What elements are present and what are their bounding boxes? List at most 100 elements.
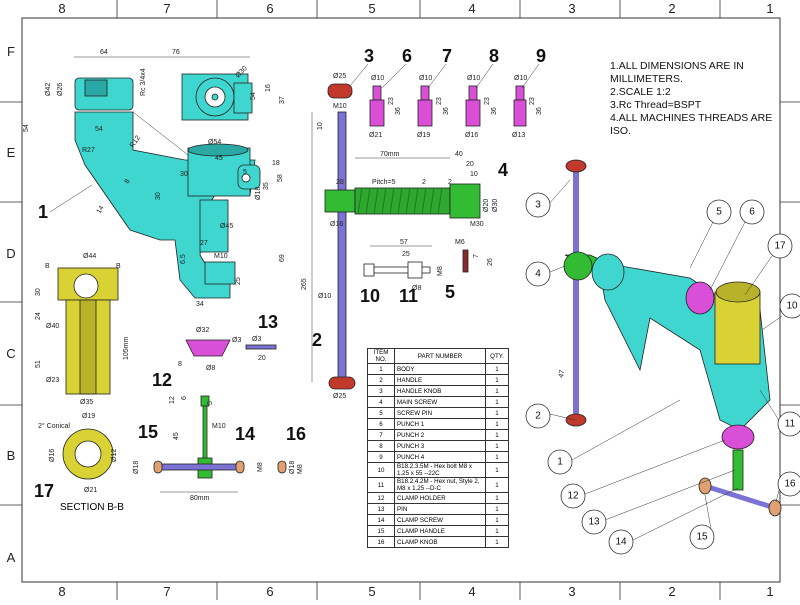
dim-label: 16 <box>265 84 272 92</box>
balloon-label: 10 <box>786 301 798 312</box>
bom-cell-part: CLAMP SCREW <box>394 514 486 526</box>
dim-label: Ø18 <box>255 187 262 200</box>
section-label: SECTION B-B <box>60 502 124 513</box>
bom-cell-qty: 1 <box>485 525 509 537</box>
row-label: E <box>7 145 16 160</box>
dim-label: 8 <box>124 178 132 185</box>
row-label: A <box>7 550 16 565</box>
knob-part: Ø25 <box>327 73 353 99</box>
balloon-label: 14 <box>615 537 627 548</box>
col-label-top: 5 <box>368 1 375 16</box>
dim-label: 12 <box>169 396 176 404</box>
balloon <box>777 411 800 437</box>
dim-label: Ø8 <box>206 365 215 372</box>
bom-cell-part: PUNCH 3 <box>394 440 486 452</box>
bom-cell-no: 1 <box>367 363 395 375</box>
dim-label: Ø18 <box>289 461 296 474</box>
col-label-top: 8 <box>58 1 65 16</box>
dim-label: 5 <box>207 401 214 405</box>
col-label-bottom: 3 <box>568 584 575 599</box>
bom-cell-qty: 1 <box>485 477 509 493</box>
bom-cell-no: 8 <box>367 440 395 452</box>
balloon-label: 12 <box>567 491 579 502</box>
balloon-label: 16 <box>784 479 796 490</box>
dim-label: 54 <box>95 126 103 133</box>
dim-label: 10 <box>317 122 324 130</box>
balloon <box>706 199 732 225</box>
dim-label: Ø16 <box>465 132 478 139</box>
dim-label: Ø45 <box>220 223 233 230</box>
col-label-bottom: 5 <box>368 584 375 599</box>
bom-cell-qty: 1 <box>485 503 509 515</box>
bom-cell-qty: 1 <box>485 462 509 478</box>
body-front-view <box>74 77 261 299</box>
dim-label: Ø44 <box>83 253 96 260</box>
bom-cell-no: 10 <box>367 462 395 478</box>
bom-header: PART NUMBER <box>394 348 486 364</box>
balloon <box>779 293 800 319</box>
dim-label: 70mm <box>380 151 400 158</box>
col-label-top: 7 <box>163 1 170 16</box>
bom-cell-part: PUNCH 4 <box>394 451 486 463</box>
bom-cell-qty: 1 <box>485 407 509 419</box>
bom-cell-part: B18.2.3.5M - Hex bolt M8 x 1.25 x 55 --2… <box>394 462 486 478</box>
dim-label: 24 <box>35 312 42 320</box>
bom-cell-no: 9 <box>367 451 395 463</box>
callout-section: 17 <box>34 481 54 501</box>
dim-label: Ø25 <box>333 393 346 400</box>
dim-label: 47 <box>558 369 566 378</box>
dim-label: Ø20 <box>483 199 490 212</box>
row-label: B <box>7 448 16 463</box>
bom-cell-no: 12 <box>367 492 395 504</box>
dim-label: Ø3 <box>232 337 241 344</box>
bom-cell-qty: 1 <box>485 429 509 441</box>
dim-label: 28 <box>336 179 344 186</box>
note-line: 2.SCALE 1:2 <box>610 86 671 98</box>
balloon-label: 13 <box>588 517 600 528</box>
bom-cell-qty: 1 <box>485 396 509 408</box>
callout-punch3: 8 <box>489 46 499 66</box>
dim-label: 76 <box>172 49 180 56</box>
bom-cell-no: 15 <box>367 525 395 537</box>
dim-label: M10 <box>333 103 347 110</box>
dim-label: M30 <box>470 221 484 228</box>
bom-header: ITEM NO. <box>367 348 395 364</box>
callout-handle: 2 <box>312 330 322 350</box>
drawing-border <box>21 17 781 583</box>
row-label: D <box>6 246 15 261</box>
col-label-bottom: 1 <box>766 584 773 599</box>
dim-label: Ø32 <box>196 327 209 334</box>
balloon-label: 3 <box>535 200 541 211</box>
dim-label: Ø18 <box>133 461 140 474</box>
balloon-label: 15 <box>696 532 708 543</box>
dim-label: 69 <box>279 254 286 262</box>
dim-label: 25 <box>402 251 410 258</box>
dim-label: Ø21 <box>369 132 382 139</box>
col-label-bottom: 6 <box>266 584 273 599</box>
balloon-label: 2 <box>535 411 541 422</box>
bom-cell-part: PUNCH 2 <box>394 429 486 441</box>
bom-cell-part: MAIN SCREW <box>394 396 486 408</box>
callout-holder: 12 <box>152 370 172 390</box>
balloon <box>525 403 551 429</box>
dim-label: 7 <box>473 254 480 258</box>
note-line: 4.ALL MACHINES THREADS ARE ISO. <box>610 112 773 137</box>
balloon <box>525 192 551 218</box>
dim-label: 23 <box>529 97 536 105</box>
callout-punch2: 7 <box>442 46 452 66</box>
bom-header-row: ITEM NO. PART NUMBER QTY. <box>367 348 509 364</box>
handle-part: 10 265 Ø10 M10 Ø25 <box>301 103 356 400</box>
assembly-balloons: 3 4 5 6 17 2 1 12 13 14 15 16 11 10 <box>525 179 800 555</box>
dim-label: 10 <box>470 171 478 178</box>
dim-label: 51 <box>35 360 42 368</box>
col-label-top: 1 <box>766 1 773 16</box>
